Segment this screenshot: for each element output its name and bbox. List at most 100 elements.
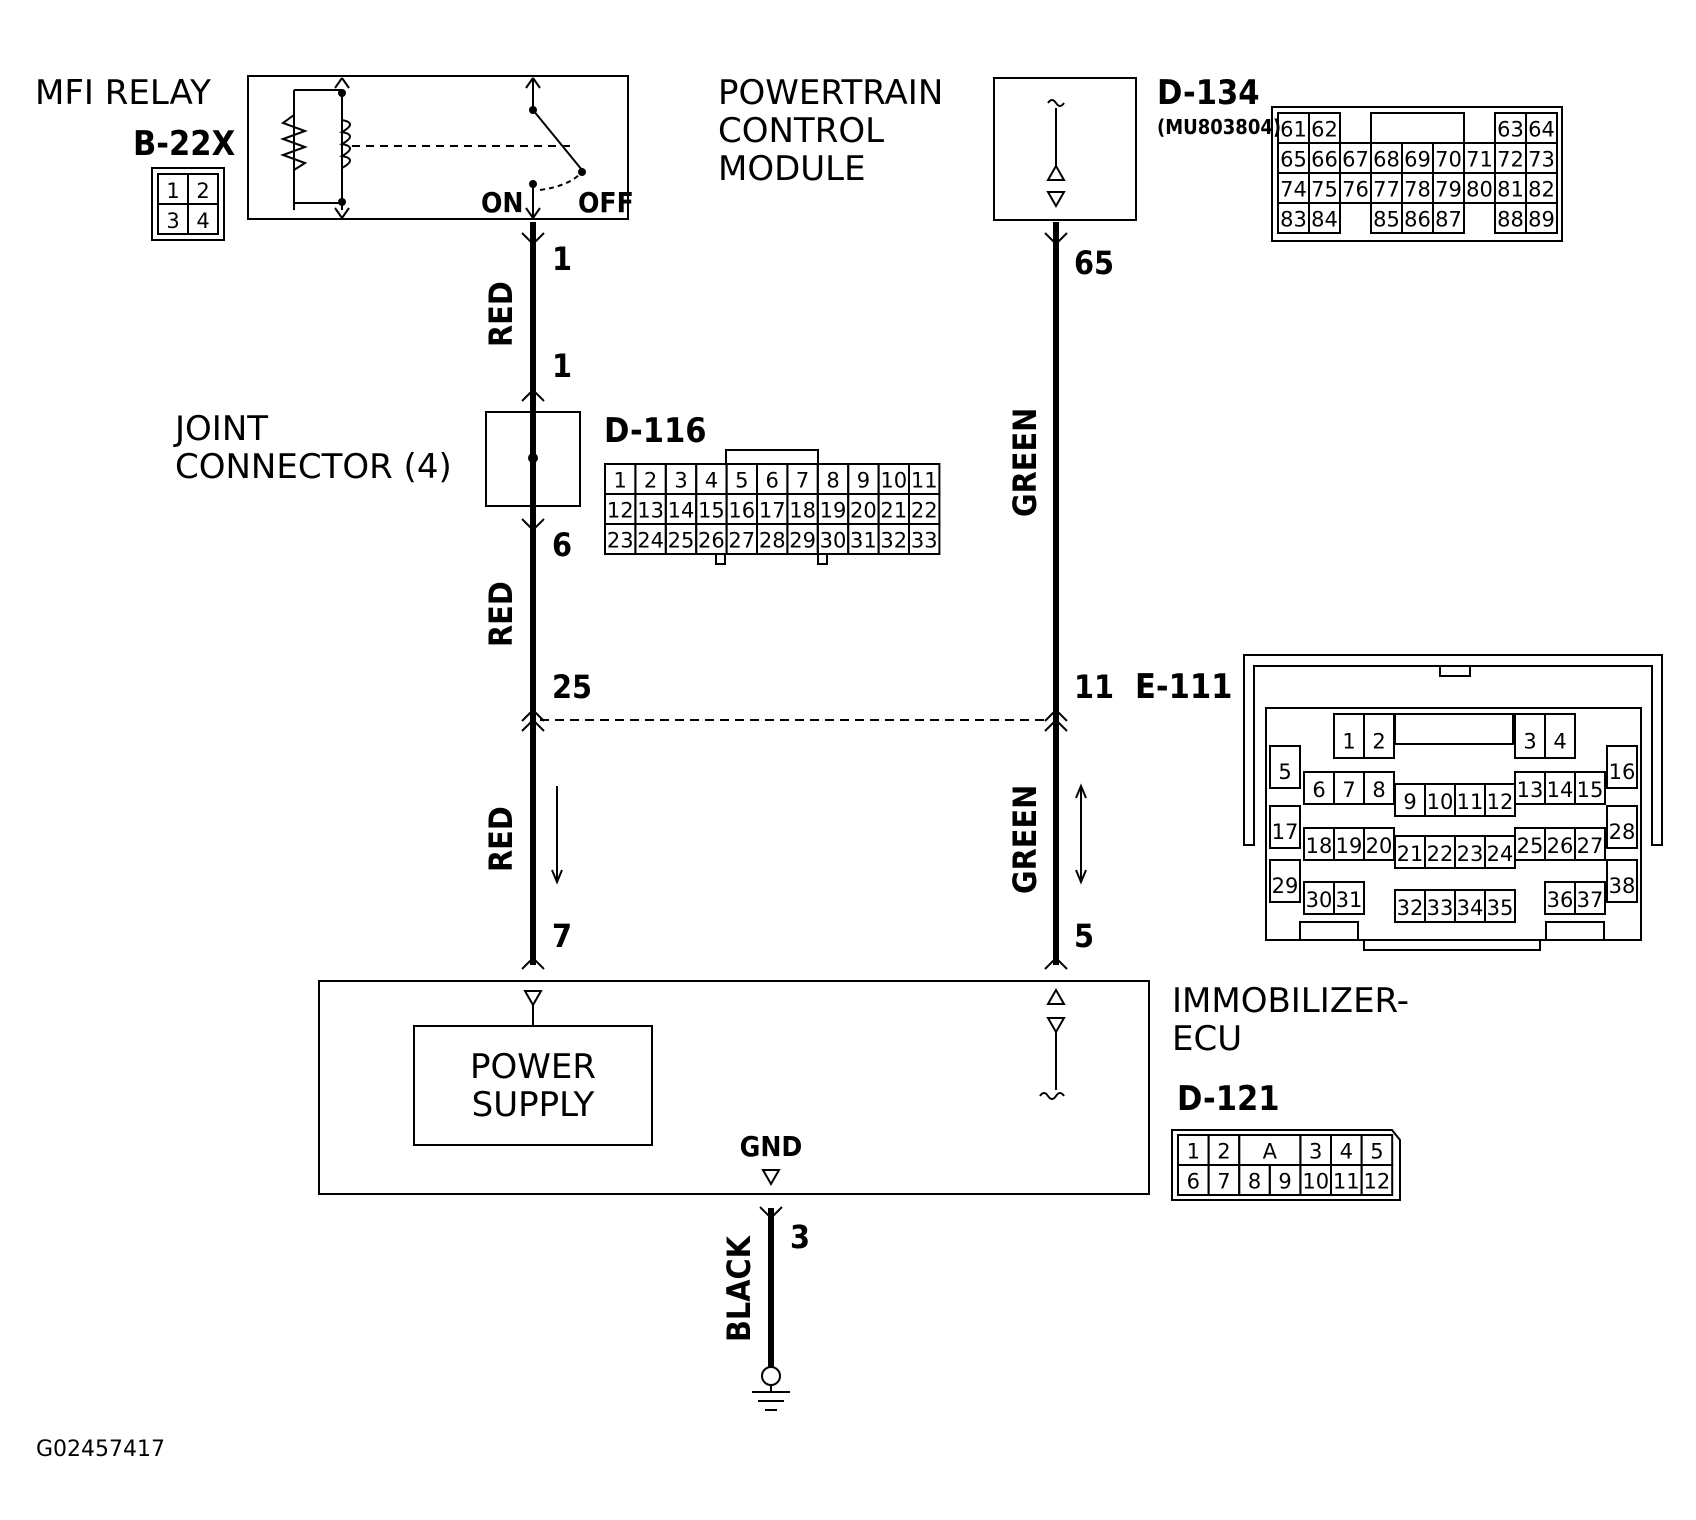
joint-pin-3: 3	[674, 468, 687, 492]
e111-pin-18: 18	[1306, 834, 1333, 858]
joint-pin-15: 15	[698, 498, 725, 522]
e111-code: E-111	[1135, 667, 1232, 707]
pin-pcm-65: 65	[1074, 244, 1114, 282]
connector-mark-e111-l-a	[521, 708, 545, 722]
joint-pin-18: 18	[789, 498, 816, 522]
joint-pin-19: 19	[820, 498, 847, 522]
joint-pin-14: 14	[668, 498, 695, 522]
e111-pin-4: 4	[1553, 729, 1566, 753]
e111-pin-7: 7	[1342, 778, 1355, 802]
joint-pin-6: 6	[766, 468, 779, 492]
joint-pin-23: 23	[607, 528, 634, 552]
pcm-label-line1: POWERTRAIN	[718, 73, 943, 113]
joint-label-line2: CONNECTOR (4)	[175, 447, 452, 487]
d121-pin-3: 3	[1309, 1139, 1322, 1163]
joint-pin-5: 5	[735, 468, 748, 492]
d121-pin-10: 10	[1302, 1169, 1329, 1193]
coil-symbol	[339, 119, 351, 169]
pcm-pin-75: 75	[1311, 177, 1338, 201]
relay-pin-2: 2	[196, 179, 209, 203]
e111-pin-34: 34	[1457, 896, 1484, 920]
pcm-pin-80: 80	[1466, 177, 1493, 201]
wire-color-black: BLACK	[720, 1234, 758, 1342]
d121-pin-5: 5	[1370, 1139, 1383, 1163]
joint-pin-2: 2	[644, 468, 657, 492]
connector-mark-e111-r-a	[1044, 708, 1068, 722]
pin-immobilizer-7: 7	[552, 917, 572, 955]
connector-mark-ground-3	[759, 1206, 783, 1220]
pcm-pin-67: 67	[1342, 147, 1369, 171]
pcm-pin-85: 85	[1373, 207, 1400, 231]
wire-color-green-1: GREEN	[1006, 408, 1044, 517]
pin-e111-25: 25	[552, 668, 592, 706]
pcm-pin-69: 69	[1404, 147, 1431, 171]
pcm-pin-62: 62	[1311, 117, 1338, 141]
e111-pin-23: 23	[1457, 842, 1484, 866]
pcm-part-number: (MU803804)	[1157, 115, 1281, 139]
immobilizer-box	[318, 980, 1150, 1195]
immobilizer-ecu: POWER SUPPLY GND IMMOBILIZER- ECU D-121 …	[318, 980, 1409, 1201]
joint-pin-25: 25	[668, 528, 695, 552]
relay-pin-1: 1	[166, 179, 179, 203]
pcm-pin-66: 66	[1311, 147, 1338, 171]
pcm: POWERTRAIN CONTROL MODULE D-134 (MU80380…	[718, 73, 1563, 242]
joint-pin-29: 29	[789, 528, 816, 552]
joint-pin-24: 24	[637, 528, 664, 552]
joint-pin-28: 28	[759, 528, 786, 552]
relay-switch-contact	[532, 109, 583, 171]
wire-color-red-2: RED	[482, 581, 520, 647]
joint-pin-20: 20	[850, 498, 877, 522]
e111-pin-5: 5	[1278, 760, 1291, 784]
pcm-pin-79: 79	[1435, 177, 1462, 201]
mfi-relay-label: MFI RELAY	[35, 73, 211, 113]
relay-pin-4: 4	[196, 209, 209, 233]
joint-pin-16: 16	[728, 498, 755, 522]
e111-pin-17: 17	[1272, 820, 1299, 844]
power-supply-box	[413, 1025, 653, 1146]
wire-color-red-3: RED	[482, 806, 520, 872]
d121-pin-7: 7	[1217, 1169, 1230, 1193]
joint-pin-32: 32	[880, 528, 907, 552]
pcm-pin-83: 83	[1280, 207, 1307, 231]
pcm-box	[993, 77, 1137, 221]
e111-pin-25: 25	[1517, 834, 1544, 858]
e111-pin-24: 24	[1487, 842, 1514, 866]
pcm-label-line2: CONTROL	[718, 111, 884, 151]
e111-pin-1: 1	[1342, 729, 1355, 753]
e111-pin-33: 33	[1427, 896, 1454, 920]
d121-pin-6: 6	[1187, 1169, 1200, 1193]
wire-color-red-1: RED	[482, 281, 520, 347]
e111-pin-13: 13	[1517, 778, 1544, 802]
power-supply-line1: POWER	[470, 1047, 596, 1087]
pcm-pin-77: 77	[1373, 177, 1400, 201]
joint-pin-22: 22	[911, 498, 938, 522]
e111-pin-38: 38	[1609, 874, 1636, 898]
pcm-pin-81: 81	[1497, 177, 1524, 201]
ground-symbol	[752, 1366, 790, 1411]
e111-pin-27: 27	[1577, 834, 1604, 858]
resistor-symbol	[280, 114, 308, 171]
pcm-pin-61: 61	[1280, 117, 1307, 141]
d121-pin-2: 2	[1217, 1139, 1230, 1163]
joint-pin-9: 9	[857, 468, 870, 492]
e111-pin-29: 29	[1272, 874, 1299, 898]
e111-pin-36: 36	[1547, 888, 1574, 912]
figure-id: G02457417	[36, 1437, 165, 1462]
immobilizer-label-line2: ECU	[1172, 1019, 1242, 1059]
e111-pin-30: 30	[1306, 888, 1333, 912]
joint-pin-31: 31	[850, 528, 877, 552]
e111-pin-8: 8	[1372, 778, 1385, 802]
pcm-pin-68: 68	[1373, 147, 1400, 171]
joint-pin-17: 17	[759, 498, 786, 522]
connector-mark-e111-r-b	[1044, 718, 1068, 732]
joint-pin-13: 13	[637, 498, 664, 522]
gnd-label: GND	[740, 1130, 803, 1163]
pcm-pin-87: 87	[1435, 207, 1462, 231]
e111-pin-14: 14	[1547, 778, 1574, 802]
